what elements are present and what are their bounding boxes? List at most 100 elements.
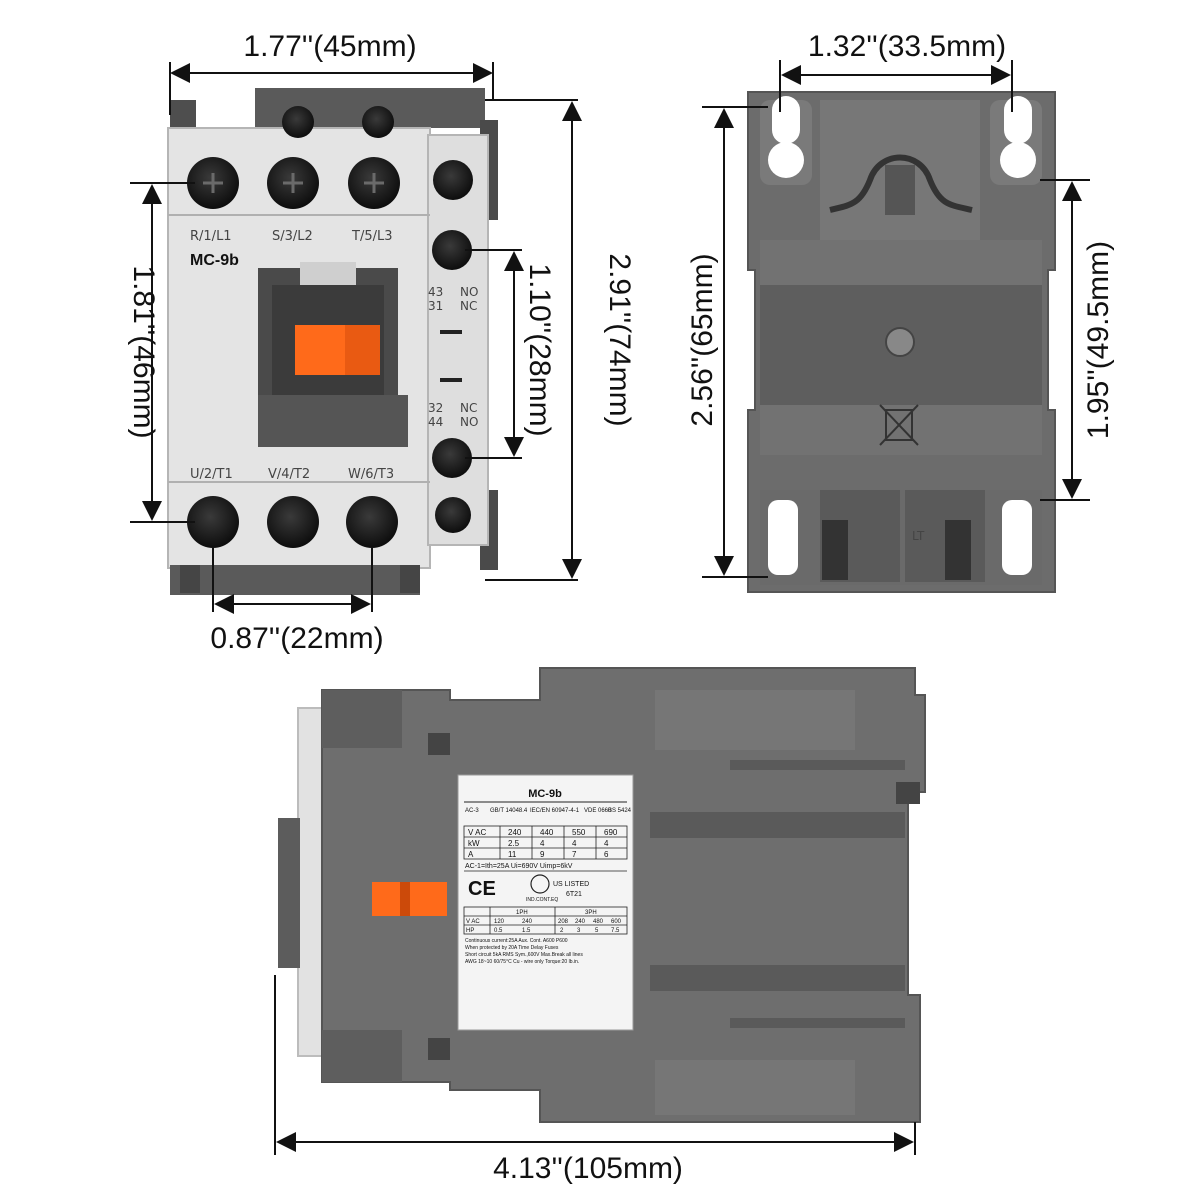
dim-back-hole-spacing: 1.32''(33.5mm) (808, 30, 1006, 63)
side-slot-thin (730, 1018, 905, 1028)
nameplate-cell: 550 (572, 828, 586, 837)
side-bottom-channel (655, 1060, 855, 1115)
armature-bottom-plate (258, 395, 408, 447)
back-din-channel-top (760, 240, 1042, 285)
dim-back-height: 2.56''(65mm) (686, 253, 719, 426)
nameplate-cell: 600 (611, 919, 622, 925)
side-slot (650, 965, 905, 991)
nameplate-cell: 440 (540, 828, 554, 837)
dim-side-length: 4.13''(105mm) (493, 1152, 683, 1185)
nameplate-note: Short circuit 5kA RMS Sym.,600V Max.Brea… (465, 952, 583, 958)
back-bottom-contact (822, 520, 848, 580)
terminal-label-s: S/3/L2 (272, 229, 313, 244)
back-slot-right (1002, 500, 1032, 575)
back-bottom-contact (945, 520, 971, 580)
nameplate-note: When protected by 20A Time Delay Fuses (465, 945, 559, 951)
nameplate-std-cell: IEC/EN 60947-4-1 (530, 808, 580, 814)
mount-hole-icon (768, 142, 804, 178)
side-dimension-lines (274, 975, 916, 1155)
nameplate-cell: 4 (540, 839, 545, 848)
weee-bin-icon (879, 404, 919, 446)
nameplate-cell: 240 (522, 919, 533, 925)
side-front-protrusion (278, 818, 300, 968)
nameplate-note: Continuous current:25A Aux. Cont. A600 P… (465, 938, 568, 944)
nameplate-phase-3: 3PH (585, 910, 597, 916)
aux-label-32: 32 (428, 401, 443, 415)
nameplate-cell: V AC (468, 828, 486, 837)
nameplate-cell: 1.5 (522, 928, 531, 934)
nameplate-rating-grid (463, 825, 628, 860)
nameplate-cell: V AC (466, 919, 480, 925)
nameplate-cell: 240 (575, 919, 586, 925)
nameplate-cell: 208 (558, 919, 569, 925)
terminal-label-w: W/6/T3 (348, 467, 394, 482)
back-lower-panel (760, 405, 1042, 455)
aux-label-43: 43 (428, 285, 443, 299)
terminal-screw-icon (187, 496, 239, 548)
front-top-ear-left (170, 100, 196, 130)
nameplate-cell: 0.5 (494, 928, 503, 934)
side-orange-indicator-gap (400, 882, 410, 916)
nameplate-cell: 11 (508, 850, 517, 859)
mount-hole-icon (1000, 142, 1036, 178)
front-top-screw-icon (362, 106, 394, 138)
aux-label-nc-2: NC (460, 401, 477, 415)
nameplate-note: AWG 18~10 60/75°C Cu - wire only Torque:… (465, 959, 579, 965)
nameplate-cell: A (468, 850, 474, 859)
front-bottom-terminal-screws (187, 496, 398, 548)
din-latch (885, 165, 915, 215)
ce-mark-icon: CE (468, 878, 496, 900)
aux-screw-icon (435, 497, 471, 533)
terminal-label-r: R/1/L1 (190, 229, 232, 244)
dim-front-height-total: 2.91''(74mm) (603, 253, 636, 426)
dim-front-terminal-vertical: 1.81''(46mm) (127, 265, 160, 438)
dim-front-width: 1.77''(45mm) (243, 30, 416, 63)
dim-aux-terminal-vertical: 1.10''(28mm) (523, 263, 556, 436)
nameplate-cell: 2 (560, 928, 564, 934)
nameplate-std-row: AC-3 GB/T 14048.4 IEC/EN 60947-4-1 VDE 0… (465, 808, 632, 814)
nameplate-cell: 240 (508, 828, 522, 837)
aux-label-nc: NC (460, 299, 477, 313)
front-bottom-ear-right (400, 565, 420, 593)
nameplate-cell: 7 (572, 850, 577, 859)
front-bottom-housing (170, 565, 420, 595)
aux-mark (440, 378, 462, 382)
nameplate (457, 774, 634, 1031)
nameplate-rating-row-1: kW 2.5 4 4 4 (468, 839, 609, 848)
nameplate-ac1-line: AC-1=Ith=25A Ui=690V Uimp=6kV (465, 863, 573, 870)
terminal-label-u: U/2/T1 (190, 467, 233, 482)
side-clip (896, 782, 920, 804)
nameplate-cell: 7.5 (611, 928, 620, 934)
ul-mark-icon (530, 874, 550, 894)
nameplate-phase-1: 1PH (516, 910, 528, 916)
side-tab (428, 733, 450, 755)
din-spring-clip (829, 154, 973, 213)
side-slot (650, 812, 905, 838)
side-slot-thin (730, 760, 905, 770)
nameplate-rating-row-0: V AC 240 440 550 690 (468, 828, 618, 837)
terminal-screw-icon (433, 160, 473, 200)
aux-label-31: 31 (428, 299, 443, 313)
nameplate-hp-grid (463, 906, 628, 935)
side-top-channel (655, 690, 855, 750)
nameplate-ind-cont: IND.CONT.EQ (526, 897, 558, 903)
aux-screw-icon (432, 230, 472, 270)
back-view: LT (747, 91, 1056, 593)
terminal-screw-icon (267, 496, 319, 548)
mount-hole-icon (772, 96, 800, 144)
side-top-rib (322, 690, 402, 748)
side-tab (428, 1038, 450, 1060)
nameplate-cell: 690 (604, 828, 618, 837)
nameplate-cell: 4 (604, 839, 609, 848)
dim-terminal-pitch: 0.87''(22mm) (210, 622, 383, 655)
front-model-label: MC-9b (190, 252, 239, 269)
nameplate-cell: 120 (494, 919, 505, 925)
aux-label-no-2: NO (460, 415, 478, 429)
front-view: R/1/L1 S/3/L2 T/5/L3 MC-9b 43 NO 31 NC 3… (167, 88, 498, 595)
terminal-screw-icon (346, 496, 398, 548)
dim-back-slot-vertical: 1.95''(49.5mm) (1082, 241, 1115, 439)
front-dimension-lines (130, 62, 582, 614)
nameplate-cell: 9 (540, 850, 545, 859)
nameplate-std-cell: AC-3 (465, 808, 479, 814)
